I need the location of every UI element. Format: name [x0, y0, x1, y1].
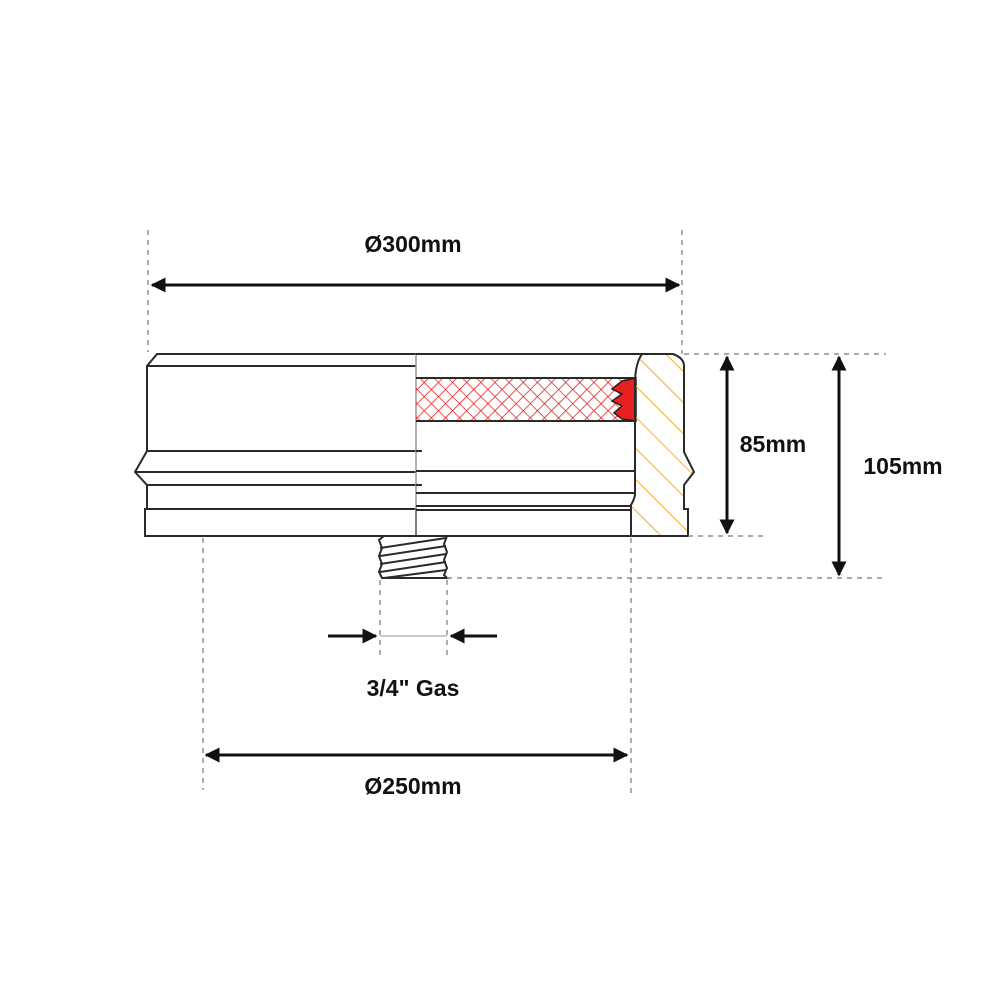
- filter-body-section: [416, 353, 696, 537]
- filter-body-exterior: [133, 353, 417, 537]
- threaded-connector: [377, 535, 450, 579]
- outer-diameter-label: Ø300mm: [364, 231, 461, 257]
- body-height-label: 85mm: [740, 431, 806, 457]
- thread-label: 3/4" Gas: [367, 675, 460, 701]
- inner-diameter-label: Ø250mm: [364, 773, 461, 799]
- total-height-label: 105mm: [863, 453, 942, 479]
- section-hatch: [630, 353, 696, 537]
- extension-lines: [147, 230, 886, 795]
- filter-mesh: [416, 378, 634, 421]
